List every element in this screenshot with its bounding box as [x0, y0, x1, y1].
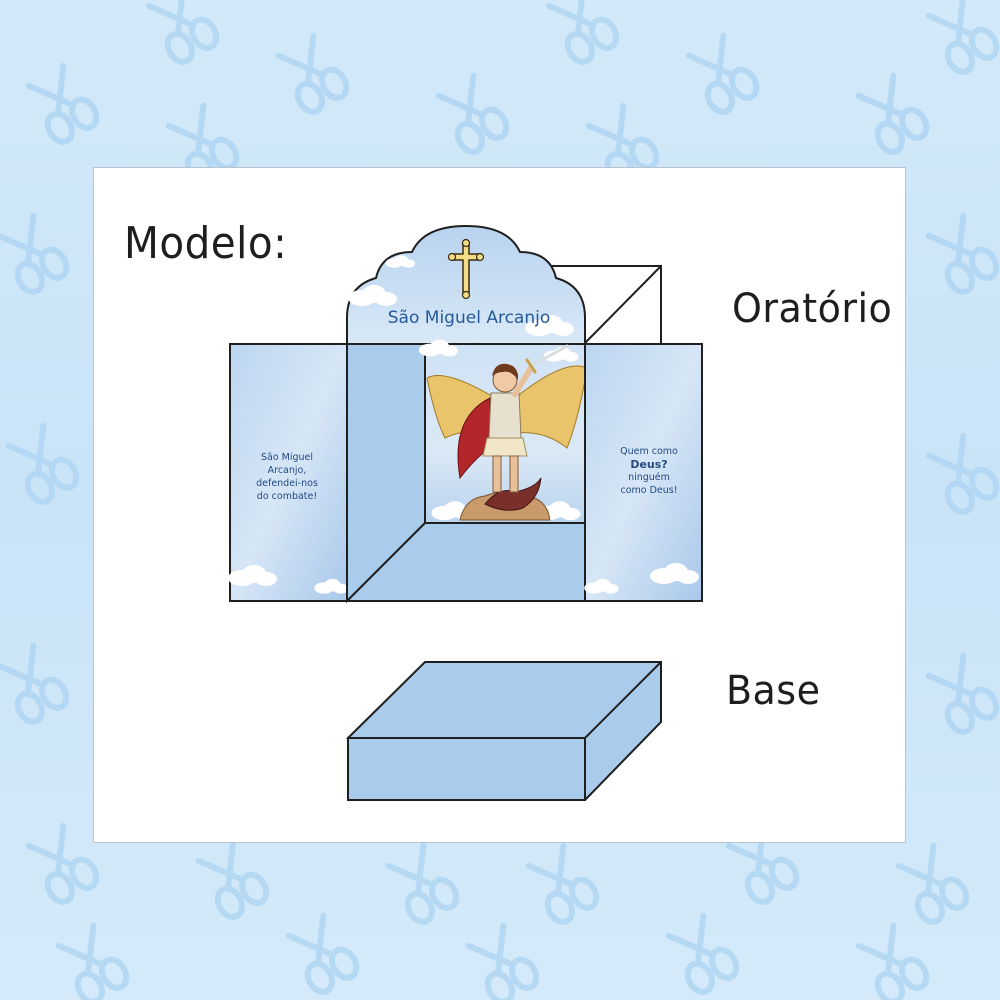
left-wing-line: Arcanjo,	[267, 465, 307, 476]
cross-icon	[447, 238, 485, 300]
left-wing-panel	[228, 343, 349, 602]
oratory-diagram	[228, 224, 703, 802]
base-box	[346, 661, 662, 802]
right-wing-line: ninguém	[628, 472, 670, 483]
left-wing-prayer: São Miguel Arcanjo, defendei-nos do comb…	[242, 451, 332, 503]
right-wing-line: Deus?	[630, 458, 668, 471]
left-wing-line: do combate!	[256, 491, 318, 502]
modelo-label: Modelo:	[124, 218, 288, 269]
model-card: Modelo: Oratório Base São Miguel Arcanjo…	[93, 167, 906, 843]
center-illustration-panel	[418, 339, 588, 524]
left-wing-line: São Miguel	[260, 452, 314, 463]
left-wing-line: defendei-nos	[256, 478, 318, 489]
right-wing-line: Quem como	[620, 446, 678, 457]
pediment-title: São Miguel Arcanjo	[387, 308, 551, 328]
right-wing-line: como Deus!	[620, 485, 678, 496]
archangel-michael-illustration	[426, 344, 588, 521]
right-wing-panel	[584, 343, 703, 602]
pediment	[346, 224, 586, 345]
top-back-flap	[534, 265, 662, 345]
oratorio-label: Oratório	[732, 286, 893, 332]
right-wing-prayer: Quem como Deus? ninguém como Deus!	[604, 445, 694, 497]
base-label: Base	[726, 668, 821, 714]
